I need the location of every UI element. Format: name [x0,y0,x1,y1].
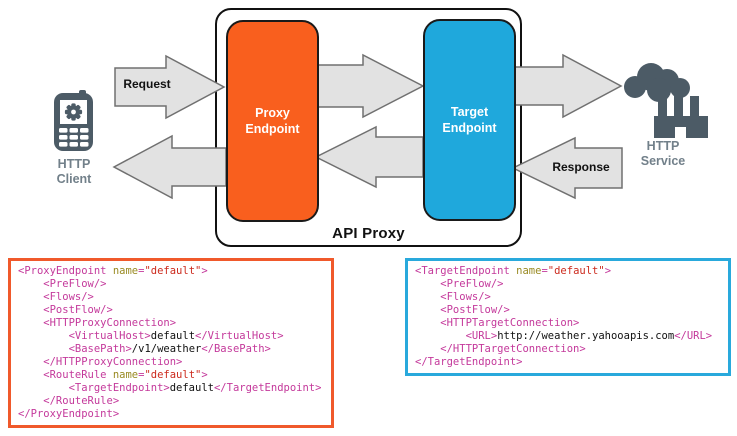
request-arrow [114,54,226,120]
response-label: Response [552,160,610,174]
factory-door [675,127,686,138]
api-proxy-label: API Proxy [332,225,405,242]
target-to-proxy-arrow [314,125,424,189]
proxy-endpoint-label: Proxy Endpoint [245,106,300,136]
http-client-label: HTTP Client [56,157,92,186]
service-response-arrow [511,136,623,200]
request-label: Request [123,77,171,91]
proxy-endpoint-box: Proxy Endpoint [226,20,319,222]
target-endpoint-box: Target Endpoint [423,19,516,221]
gear-icon [64,103,83,121]
proxy-to-target-arrow [314,53,425,119]
keypad [59,128,89,147]
response-to-client-arrow [112,134,227,200]
target-endpoint-label: Target Endpoint [442,105,497,135]
target-to-service-arrow [513,53,623,119]
factory-service-icon [624,63,708,138]
proxy-endpoint-xml-block: <ProxyEndpoint name="default"> <PreFlow/… [8,258,334,428]
http-service-label: HTTP Service [640,139,686,168]
mobile-client-icon [54,90,93,151]
target-endpoint-xml-block: <TargetEndpoint name="default"> <PreFlow… [405,258,731,376]
